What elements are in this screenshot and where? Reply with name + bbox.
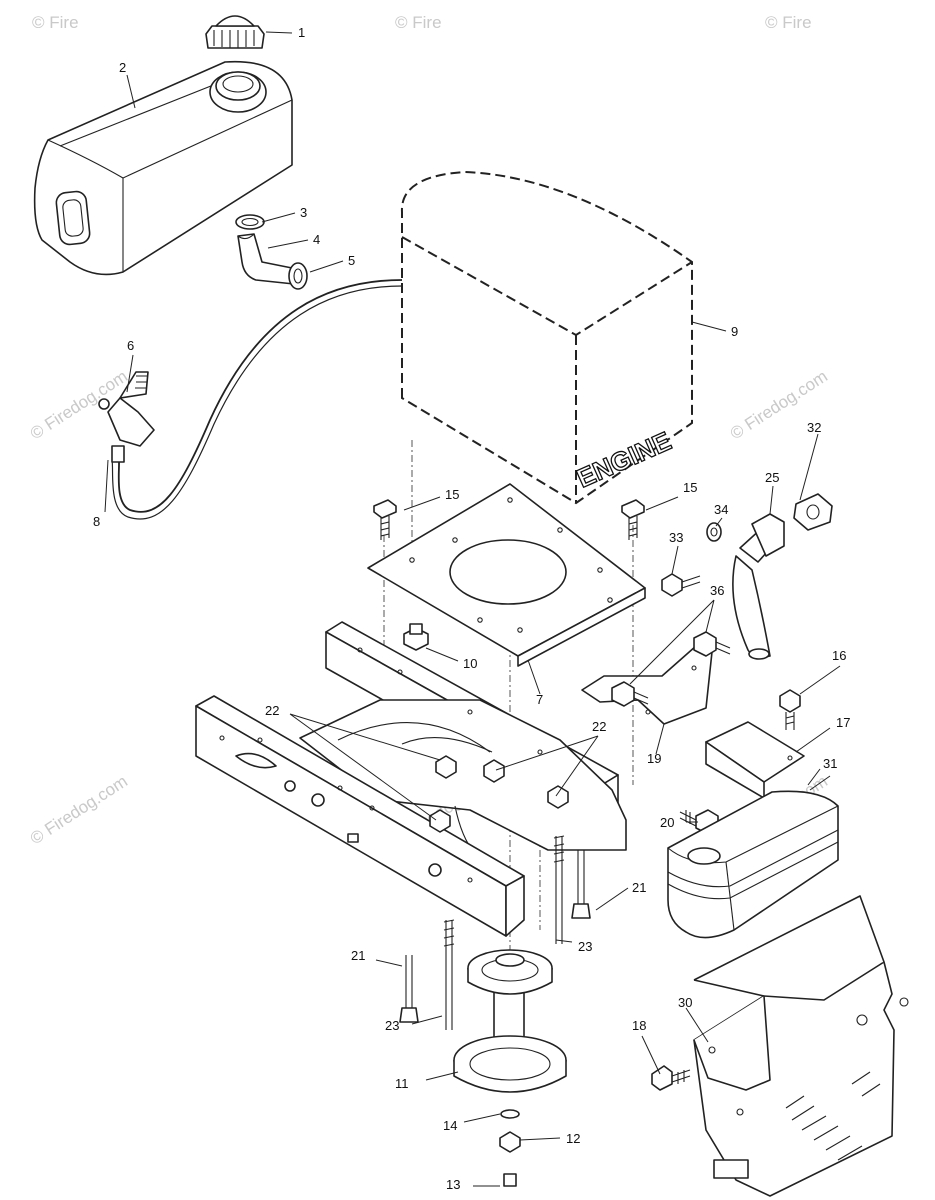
washer-14 — [500, 1109, 520, 1119]
callout-17: 17 — [836, 715, 850, 730]
callout-18: 18 — [632, 1018, 646, 1033]
throttle-control — [98, 371, 155, 463]
fuel-line-assembly — [235, 214, 308, 290]
nut-12 — [499, 1131, 521, 1153]
callout-14: 14 — [443, 1118, 457, 1133]
exhaust-pipe — [732, 513, 785, 660]
callout-numbers: 1 2 3 4 5 6 8 9 15 15 25 32 34 33 36 10 … — [93, 25, 850, 1192]
callout-19: 19 — [647, 751, 661, 766]
callout-1: 1 — [298, 25, 305, 40]
callout-30: 30 — [678, 995, 692, 1010]
callout-16: 16 — [832, 648, 846, 663]
callout-32: 32 — [807, 420, 821, 435]
bolt-36-a — [693, 631, 731, 657]
muffler — [667, 790, 839, 939]
chassis-frame — [195, 621, 627, 937]
bolt-15-left — [373, 499, 397, 540]
callout-23-left: 23 — [385, 1018, 399, 1033]
callout-31: 31 — [823, 756, 837, 771]
engine-pulley — [453, 949, 567, 1093]
watermark-top-left: © Fire — [32, 13, 79, 32]
callout-3: 3 — [300, 205, 307, 220]
nut-22-d — [429, 809, 451, 833]
bolt-36-b — [611, 681, 649, 707]
muffler-shield — [693, 895, 909, 1197]
callout-15-left: 15 — [445, 487, 459, 502]
callout-11: 11 — [395, 1076, 409, 1091]
muffler-bracket — [581, 645, 713, 725]
bolt-21-left — [399, 955, 419, 1023]
callout-7: 7 — [536, 692, 543, 707]
callout-12: 12 — [566, 1131, 580, 1146]
leader-lines — [104, 31, 841, 1187]
stud-23-left — [443, 919, 455, 1030]
engine-label: ENGINE — [572, 426, 675, 494]
callout-22-right: 22 — [592, 719, 606, 734]
bolt-16 — [779, 689, 801, 730]
stud-23-right — [553, 835, 565, 944]
nut-22-a — [435, 755, 457, 779]
callout-2: 2 — [119, 60, 126, 75]
engine-mount-plate — [367, 483, 646, 667]
callout-33: 33 — [669, 530, 683, 545]
fuel-cap — [205, 15, 265, 49]
exhaust-flange-32 — [793, 493, 833, 531]
muffler-bracket-17 — [705, 721, 805, 799]
callout-9: 9 — [731, 324, 738, 339]
throttle-cable — [111, 279, 403, 520]
gasket-34 — [706, 522, 722, 542]
callout-22-left: 22 — [265, 703, 279, 718]
callout-20: 20 — [660, 815, 674, 830]
watermark-left-lower: © Firedog.com — [27, 772, 131, 849]
callout-21-left: 21 — [351, 948, 365, 963]
nut-10 — [403, 623, 429, 651]
watermark-top-right: © Fire — [765, 13, 812, 32]
callout-6: 6 — [127, 338, 134, 353]
screw-18 — [651, 1065, 691, 1091]
nut-22-c — [547, 785, 569, 809]
callout-10: 10 — [463, 656, 477, 671]
bolt-21-right — [571, 850, 591, 919]
callout-5: 5 — [348, 253, 355, 268]
callout-8: 8 — [93, 514, 100, 529]
nut-22-b — [483, 759, 505, 783]
callout-36: 36 — [710, 583, 724, 598]
callout-25: 25 — [765, 470, 779, 485]
bolt-33 — [661, 573, 701, 597]
fuel-tank — [33, 60, 293, 276]
watermark-top-center: © Fire — [395, 13, 442, 32]
callout-15-right: 15 — [683, 480, 697, 495]
callout-34: 34 — [714, 502, 728, 517]
callout-23-right: 23 — [578, 939, 592, 954]
callout-4: 4 — [313, 232, 320, 247]
bolt-15-right — [621, 499, 645, 540]
callout-21-right: 21 — [632, 880, 646, 895]
bolt-13 — [503, 1173, 517, 1187]
callout-13: 13 — [446, 1177, 460, 1192]
engine-outline: ENGINE — [400, 170, 693, 505]
